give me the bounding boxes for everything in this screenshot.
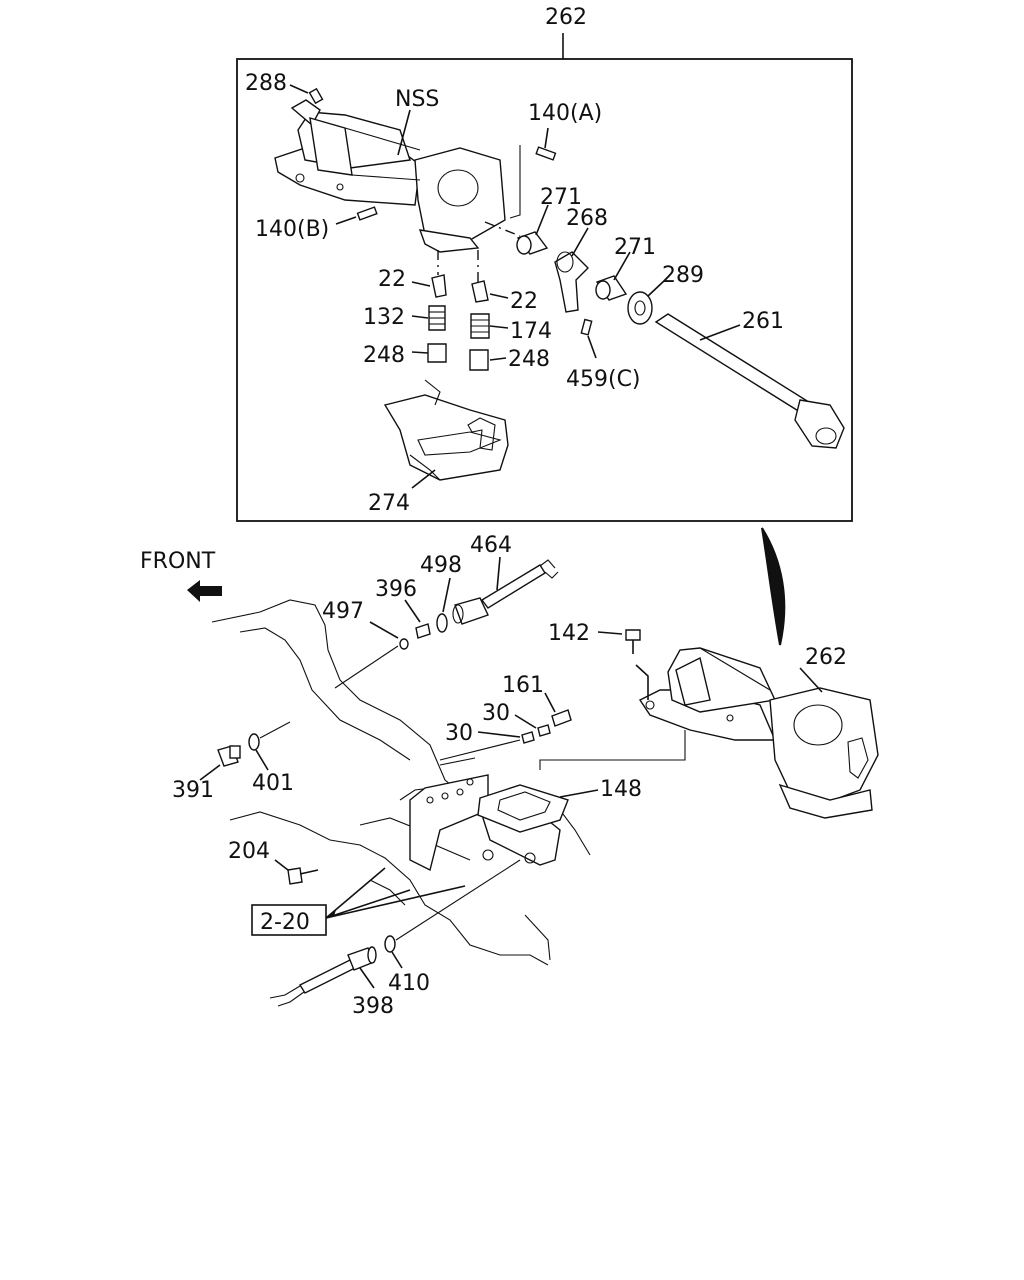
callout-396: 396 [375,577,417,602]
callout-30-a: 30 [482,701,510,726]
ref-box-frame [251,904,327,936]
callout-271-b: 271 [614,235,656,260]
callout-248-b: 248 [508,347,550,372]
label-front: FRONT [140,549,216,574]
callout-274: 274 [368,491,410,516]
callout-132: 132 [363,305,405,330]
inset-frame [236,58,853,522]
callout-262-top: 262 [545,5,587,30]
shift-housing-inset [274,99,506,253]
callout-464: 464 [470,533,512,558]
shift-housing-main [638,647,879,819]
callout-22-a: 22 [378,267,406,292]
callout-289: 289 [662,263,704,288]
callout-248-a: 248 [363,343,405,368]
callout-22-b: 22 [510,289,538,314]
callout-288: 288 [245,71,287,96]
callout-30-b: 30 [445,721,473,746]
callout-391: 391 [172,778,214,803]
cover-274 [383,379,509,481]
callout-174: 174 [510,319,552,344]
callout-459c: 459(C) [566,367,641,392]
callout-204: 204 [228,839,270,864]
callout-271-a: 271 [540,185,582,210]
callout-410: 410 [388,971,430,996]
callout-398: 398 [352,994,394,1019]
callout-140a: 140(A) [528,101,602,126]
callout-498: 498 [420,553,462,578]
callout-401: 401 [252,771,294,796]
callout-142: 142 [548,621,590,646]
callout-261: 261 [742,309,784,334]
front-arrow-icon [187,580,222,602]
callout-140b: 140(B) [255,217,329,242]
callout-161: 161 [502,673,544,698]
callout-268: 268 [566,206,608,231]
callout-148: 148 [600,777,642,802]
callout-497: 497 [322,599,364,624]
callout-262-right: 262 [805,645,847,670]
label-nss: NSS [395,87,439,112]
curve-pointer [761,527,786,646]
ref-box-2-20: 2-20 [260,910,310,935]
